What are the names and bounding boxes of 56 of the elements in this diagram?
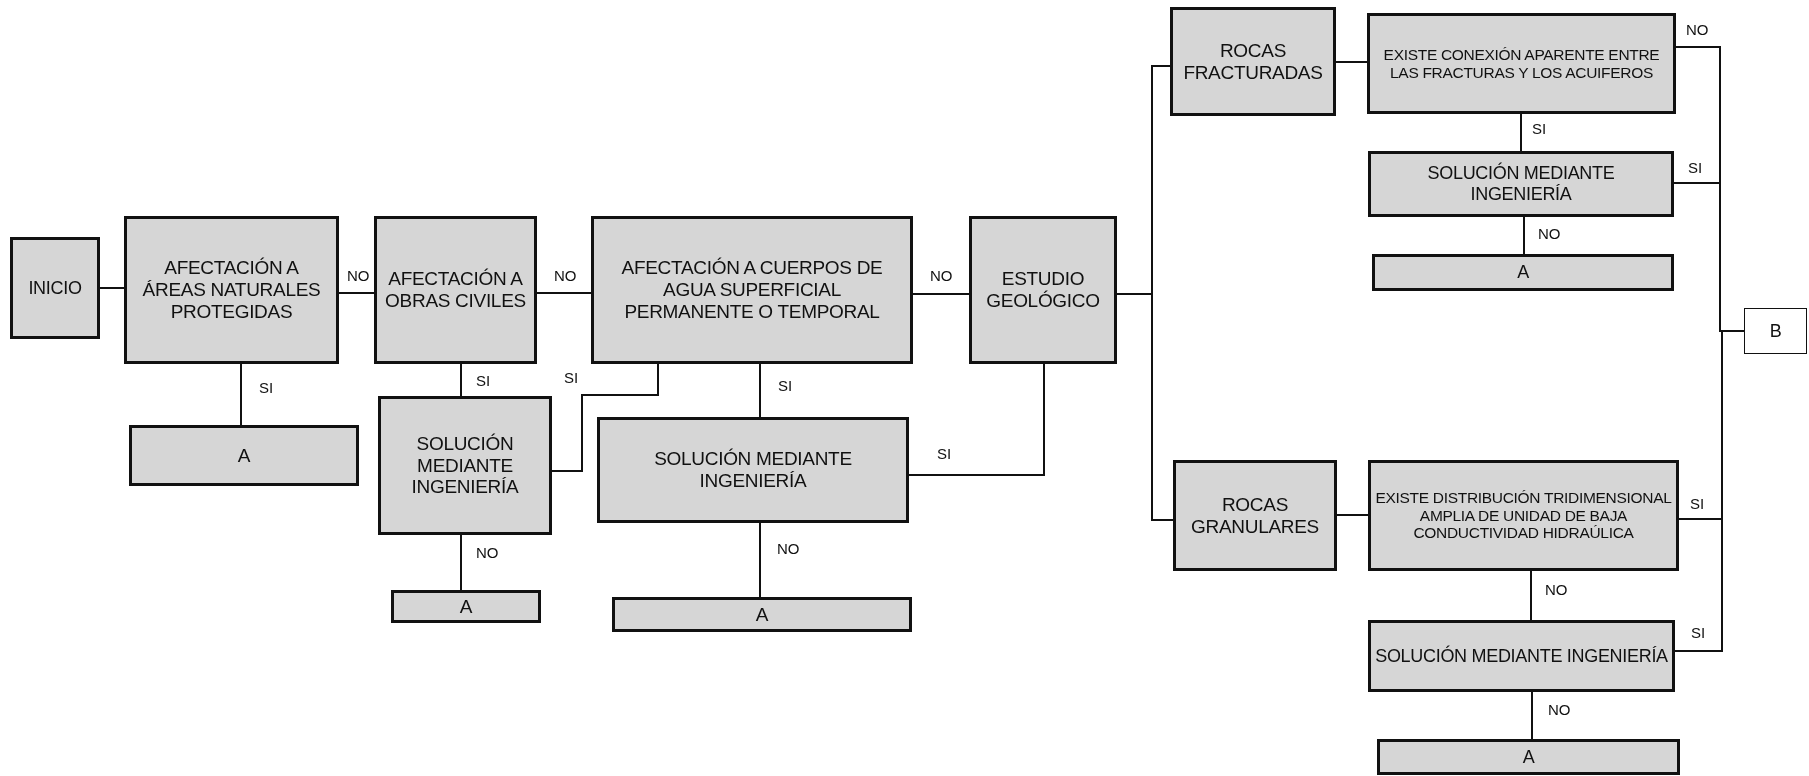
process-box [1368, 620, 1675, 692]
process-box [1368, 460, 1679, 571]
process-box [597, 417, 909, 523]
process-box [124, 216, 339, 364]
process-box [1173, 460, 1337, 571]
box-text: SOLUCIÓN MEDIANTE INGENIERÍA [1426, 163, 1616, 205]
connector-line [460, 363, 462, 397]
process-box [591, 216, 913, 364]
box-text: B [1769, 320, 1782, 342]
connector-line [536, 292, 592, 294]
box-text: AFECTACIÓN A CUERPOS DE AGUA SUPERFICIAL PERMANENTE O TEMPORAL [620, 257, 884, 323]
connector-line [551, 363, 659, 472]
box-text: SOLUCIÓN MEDIANTE INGENIERÍA [1375, 645, 1668, 667]
box-text: EXISTE CONEXIÓN APARENTE ENTRE LAS FRACTURAS Y LOS ACUIFEROS [1382, 45, 1661, 82]
box-text: ROCAS FRACTURADAS [1182, 39, 1324, 84]
box-text: A [459, 595, 473, 618]
box-text: A [1522, 746, 1535, 768]
connector-line [338, 292, 375, 294]
box-text: A [1517, 262, 1529, 283]
connector-line [912, 293, 970, 295]
connector-box [1744, 308, 1807, 354]
process-box [10, 237, 100, 339]
connector-line [1520, 113, 1522, 152]
process-box [378, 396, 552, 535]
process-box [612, 597, 912, 632]
connector-line [1336, 514, 1369, 516]
connector-line [99, 287, 125, 289]
box-text: ROCAS GRANULARES [1190, 493, 1320, 538]
process-box [1367, 13, 1676, 114]
connector-line [240, 363, 242, 426]
process-box [1368, 151, 1674, 217]
process-box [969, 216, 1117, 364]
process-box [1170, 7, 1336, 116]
box-text: AFECTACIÓN A ÁREAS NATURALES PROTEGIDAS [141, 257, 322, 323]
process-box [1372, 254, 1674, 291]
process-box [1377, 739, 1680, 775]
process-box [129, 425, 359, 486]
box-text: AFECTACIÓN A OBRAS CIVILES [384, 268, 527, 312]
box-text: A [237, 444, 251, 467]
connector-line [759, 363, 761, 418]
box-text: A [755, 603, 769, 626]
connector-line [1523, 216, 1525, 255]
process-box [391, 590, 541, 623]
connector-line [1530, 570, 1532, 621]
box-text: SOLUCIÓN MEDIANTE INGENIERÍA [410, 432, 520, 499]
connector-line [759, 522, 761, 598]
box-text: EXISTE DISTRIBUCIÓN TRIDIMENSIONAL AMPLIA DE UNIDAD DE BAJA CONDUCTIVIDAD HIDRAÚLICA [1375, 488, 1672, 543]
box-text: SOLUCIÓN MEDIANTE INGENIERÍA [653, 448, 853, 492]
connector-line [460, 534, 462, 591]
box-text: INICIO [28, 277, 82, 299]
connector-line [1335, 61, 1368, 63]
box-text: ESTUDIO GEOLÓGICO [985, 268, 1101, 312]
process-box [374, 216, 537, 364]
connector-line [908, 363, 1045, 476]
connector-line [1116, 293, 1174, 521]
connector-line [1531, 691, 1533, 740]
